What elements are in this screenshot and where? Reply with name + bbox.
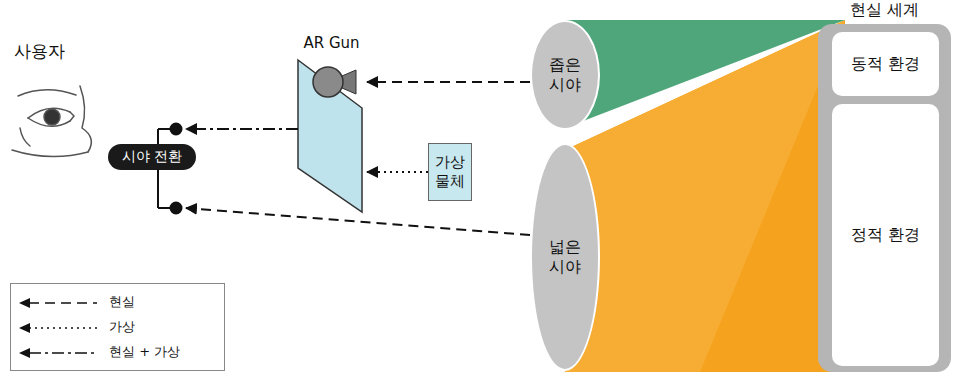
legend-line-sample xyxy=(19,297,99,309)
legend-text: 가상 xyxy=(109,319,135,335)
legend-box: 현실가상현실 + 가상 xyxy=(10,283,225,371)
arrow-connector xyxy=(367,171,428,173)
user-label: 사용자 xyxy=(14,40,65,63)
environment-box: 동적 환경 xyxy=(832,32,939,96)
node-text: 가상 물체 xyxy=(433,153,467,191)
legend-row: 가상 xyxy=(19,315,216,340)
node-text: AR Gun xyxy=(303,34,359,53)
node-text: 정적 환경 xyxy=(851,225,920,245)
view-cones xyxy=(565,20,845,372)
node-text: 시야 전환 xyxy=(122,148,182,166)
legend-text: 현실 xyxy=(109,294,135,310)
view-ellipse: 좁은 시야 xyxy=(530,20,600,130)
legend-row: 현실 xyxy=(19,290,216,315)
arrow-connector xyxy=(186,208,530,235)
legend-text: 현실 + 가상 xyxy=(109,344,180,360)
real-world-frame: 현실 세계동적 환경정적 환경 xyxy=(818,24,951,372)
node-text: 현실 세계 xyxy=(818,0,951,20)
view-ellipse: 넓은 시야 xyxy=(530,143,600,371)
legend-line-sample xyxy=(19,322,99,334)
virtual-object-box: 가상 물체 xyxy=(428,143,472,201)
ar-gun-device xyxy=(298,60,362,212)
arrow-connector xyxy=(186,128,298,130)
arrow-connector xyxy=(367,81,530,83)
node-text: 동적 환경 xyxy=(851,54,920,74)
environment-box: 정적 환경 xyxy=(832,104,939,366)
switch-pill: 시야 전환 xyxy=(108,144,196,170)
ar-gun: AR Gun xyxy=(298,34,365,214)
legend-line-sample xyxy=(19,347,99,359)
node-text: 좁은 시야 xyxy=(545,55,585,95)
node-text: 넓은 시야 xyxy=(545,237,585,277)
legend-row: 현실 + 가상 xyxy=(19,340,216,365)
eye-sketch xyxy=(12,86,91,157)
